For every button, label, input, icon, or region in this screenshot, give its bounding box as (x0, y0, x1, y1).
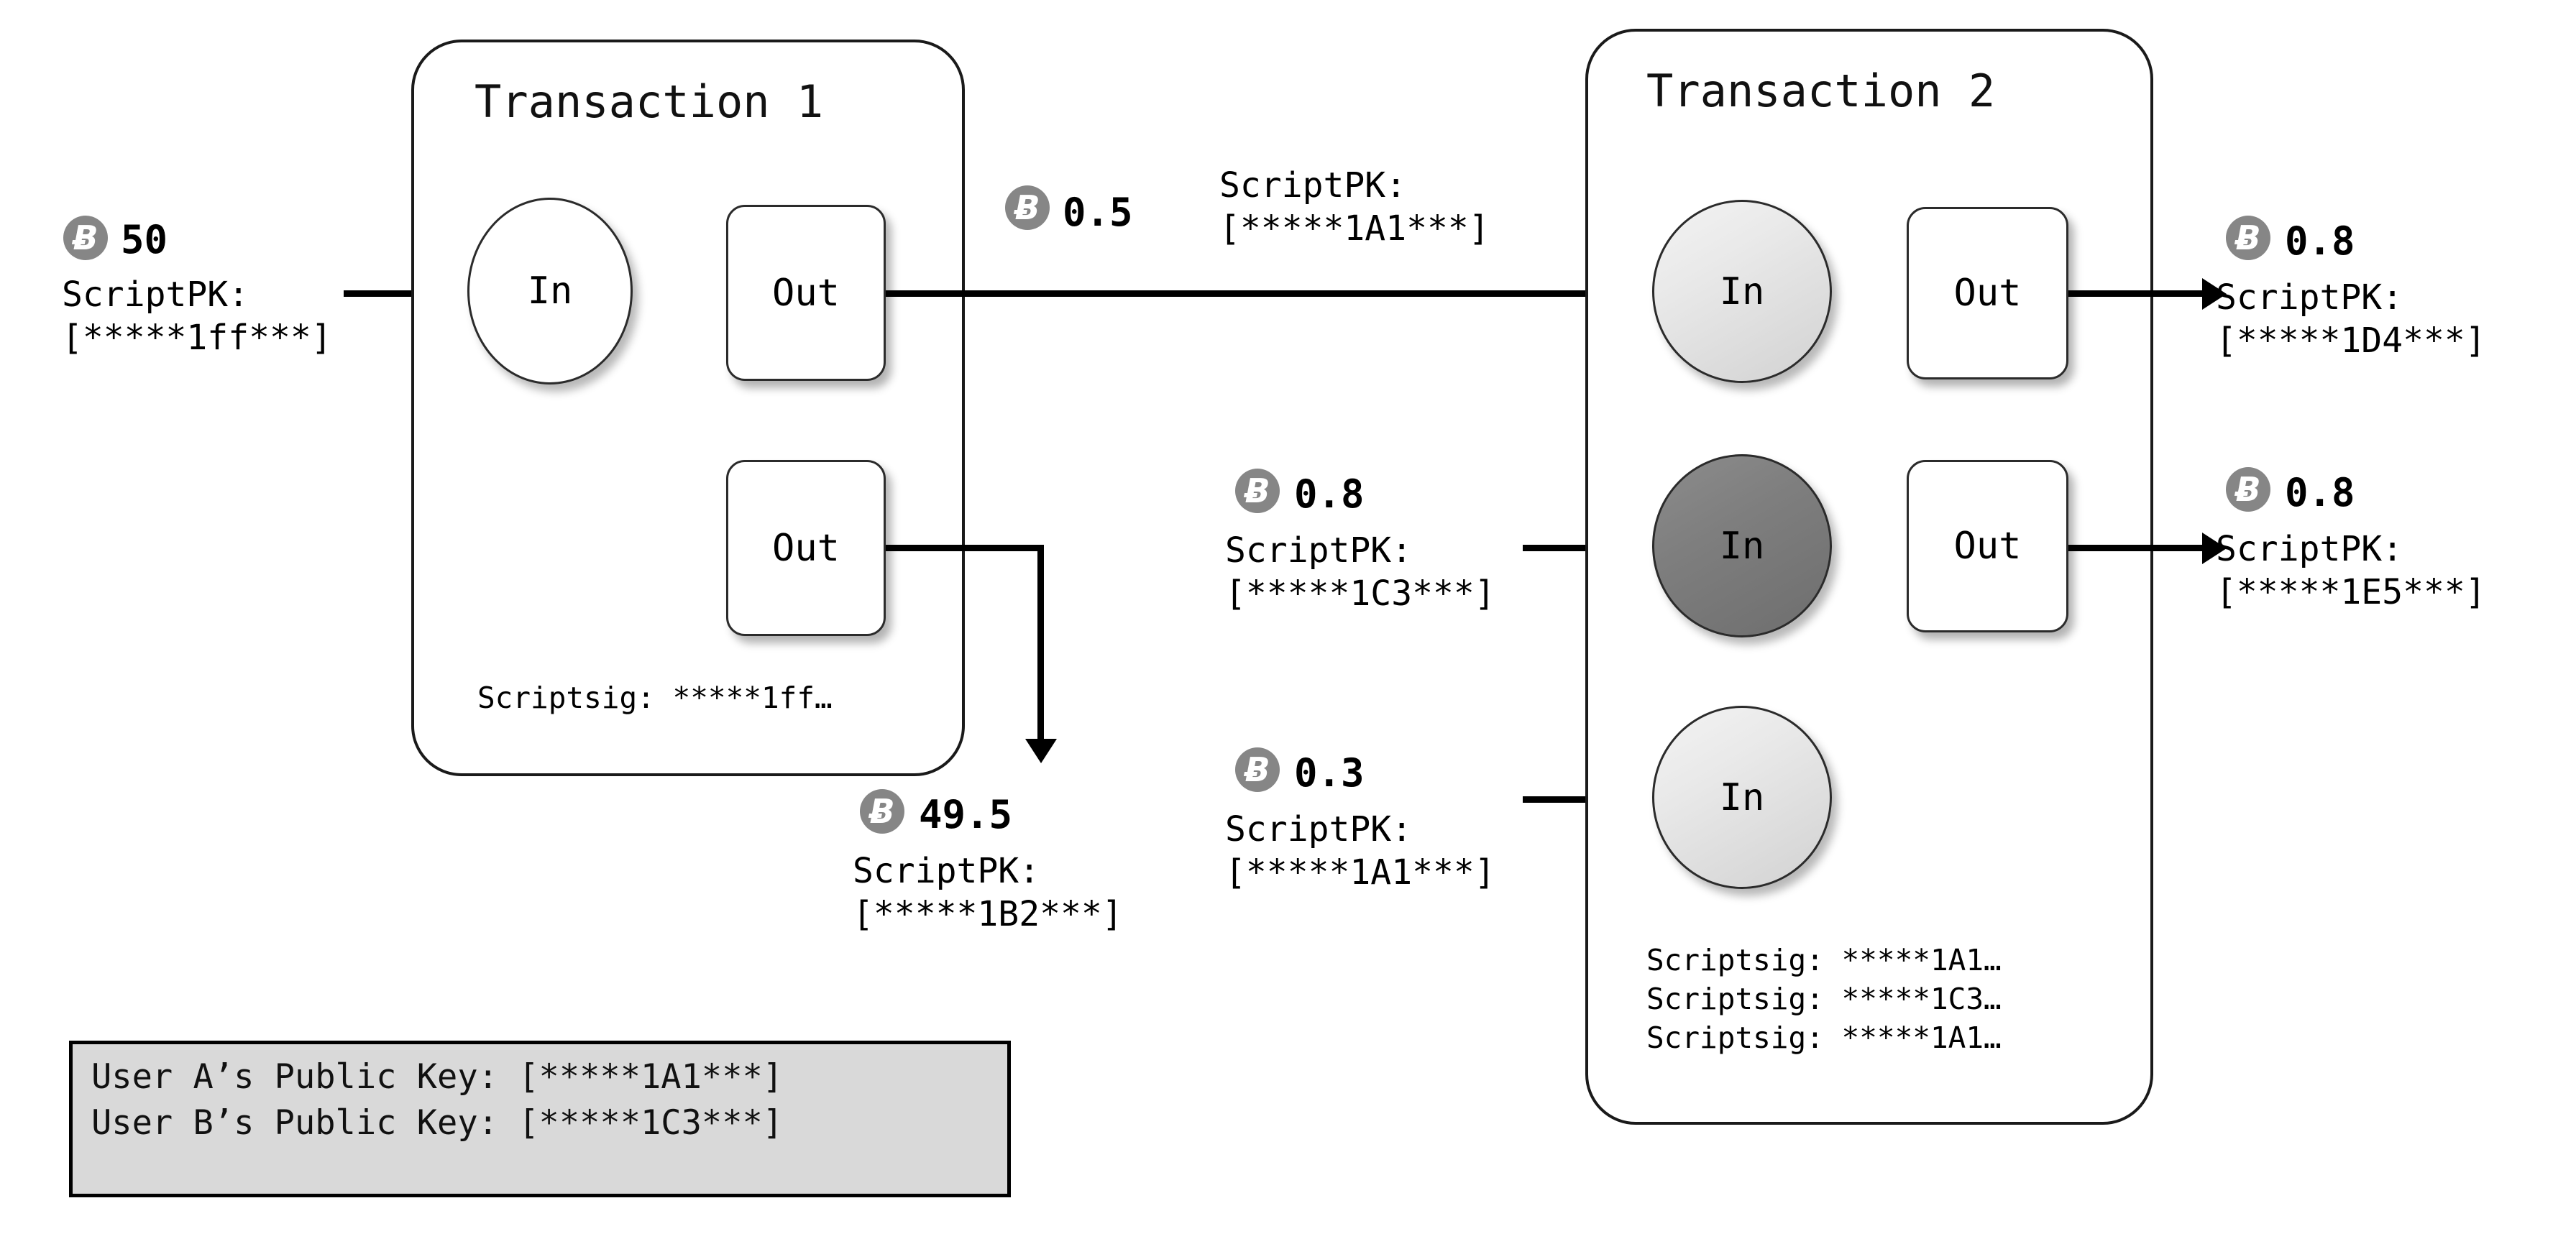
legend-line-user-b: User B’s Public Key: [*****1C3***] (91, 1103, 784, 1143)
transaction-2-scriptsig-1: Scriptsig: *****1A1… (1646, 943, 2002, 977)
transaction-1-output-2-label: Out (772, 526, 840, 570)
bitcoin-coin-icon: Ƀ (2226, 216, 2270, 260)
bitcoin-coin-icon: Ƀ (1235, 747, 1280, 792)
transaction-2-input-3-node[interactable]: In (1652, 706, 1832, 889)
tx2-input3-scriptpk-label: ScriptPK: (1225, 809, 1413, 849)
transaction-2-title: Transaction 2 (1646, 65, 1996, 117)
arrow-tx2out1-head (2202, 278, 2227, 310)
tx2-input2-scriptpk-label: ScriptPK: (1225, 530, 1413, 571)
arrow-tx1out1-to-tx2in1-line (886, 290, 1619, 297)
arrow-tx1out2-horizontal (886, 545, 1044, 551)
transaction-1-output-2-node[interactable]: Out (726, 460, 886, 636)
tx2-out2-amount: 0.8 (2285, 470, 2355, 515)
arrow-source-to-tx1-line (344, 290, 420, 297)
transaction-2-input-1-node[interactable]: In (1652, 200, 1832, 383)
tx1-out1-scriptpk-label: ScriptPK: (1219, 165, 1407, 206)
transaction-2-input-1-label: In (1719, 270, 1765, 313)
arrow-tx1out2-head (1025, 739, 1057, 763)
transaction-2-output-1-node[interactable]: Out (1907, 207, 2068, 379)
tx2-input3-amount: 0.3 (1294, 750, 1365, 796)
tx2-input2-scriptpk-value: [*****1C3***] (1225, 574, 1495, 614)
transaction-2-output-2-label: Out (1953, 525, 2022, 568)
transaction-2-scriptsig-3: Scriptsig: *****1A1… (1646, 1021, 2002, 1055)
source-input-amount: 50 (121, 217, 168, 262)
transaction-1-input-node[interactable]: In (467, 198, 633, 384)
bitcoin-coin-icon: Ƀ (860, 789, 904, 834)
legend-line-user-a: User A’s Public Key: [*****1A1***] (91, 1057, 784, 1097)
public-key-legend: User A’s Public Key: [*****1A1***] User … (69, 1041, 1011, 1197)
bitcoin-coin-icon: Ƀ (63, 216, 108, 260)
transaction-2-output-2-node[interactable]: Out (1907, 460, 2068, 632)
transaction-2-input-3-label: In (1719, 775, 1765, 819)
transaction-1-input-label: In (527, 270, 573, 313)
tx2-out1-scriptpk-value: [*****1D4***] (2216, 321, 2486, 361)
transaction-1-box[interactable] (411, 40, 965, 776)
tx1-out1-amount: 0.5 (1063, 190, 1133, 235)
tx2-input3-scriptpk-value: [*****1A1***] (1225, 852, 1495, 893)
tx2-out2-scriptpk-value: [*****1E5***] (2216, 572, 2486, 612)
transaction-1-output-1-label: Out (772, 271, 840, 315)
transaction-2-output-1-label: Out (1953, 272, 2022, 315)
tx2-input2-amount: 0.8 (1294, 471, 1365, 517)
tx2-out2-scriptpk-label: ScriptPK: (2216, 529, 2403, 569)
tx1-out2-scriptpk-label: ScriptPK: (853, 851, 1040, 891)
transaction-2-input-2-label: In (1719, 524, 1765, 568)
bitcoin-coin-icon: Ƀ (1005, 185, 1050, 230)
tx2-out1-scriptpk-label: ScriptPK: (2216, 277, 2403, 318)
arrow-tx2out2-head (2202, 533, 2227, 564)
transaction-2-scriptsig-2: Scriptsig: *****1C3… (1646, 982, 2002, 1016)
transaction-1-output-1-node[interactable]: Out (726, 205, 886, 381)
arrow-tx2out1-line (2068, 290, 2202, 297)
tx1-out2-amount: 49.5 (919, 792, 1013, 837)
bitcoin-coin-icon: Ƀ (1235, 469, 1280, 513)
transaction-1-title: Transaction 1 (475, 75, 824, 128)
tx1-out1-scriptpk-value: [*****1A1***] (1219, 208, 1490, 249)
tx1-out2-scriptpk-value: [*****1B2***] (853, 894, 1123, 934)
transaction-1-scriptsig: Scriptsig: *****1ff… (477, 681, 833, 715)
arrow-tx1out2-vertical (1037, 545, 1044, 739)
source-input-scriptpk-value: [*****1ff***] (62, 318, 332, 358)
tx2-out1-amount: 0.8 (2285, 218, 2355, 264)
arrow-tx2in2-line (1523, 545, 1619, 551)
arrow-tx2in3-line (1523, 796, 1619, 803)
arrow-tx2out2-line (2068, 545, 2202, 551)
bitcoin-coin-icon: Ƀ (2226, 467, 2270, 512)
source-input-scriptpk-label: ScriptPK: (62, 275, 249, 315)
transaction-2-input-2-node[interactable]: In (1652, 454, 1832, 637)
